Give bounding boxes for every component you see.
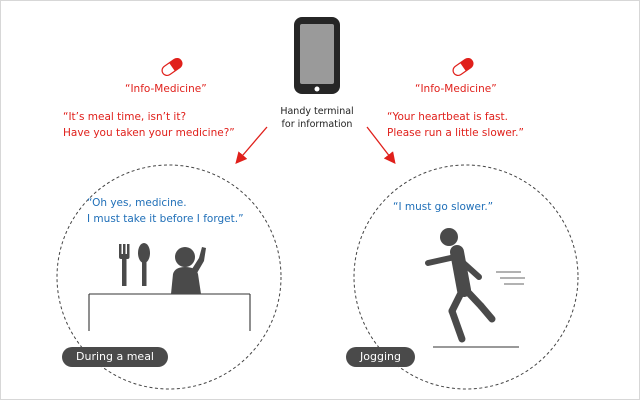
left-info-tag: “Info-Medicine” bbox=[125, 83, 207, 95]
right-info-tag: “Info-Medicine” bbox=[415, 83, 497, 95]
right-reply-line1: “I must go slower.” bbox=[393, 201, 494, 213]
left-scene-circle bbox=[56, 164, 282, 390]
left-reply-line1: “Oh yes, medicine. bbox=[87, 197, 187, 209]
smartphone-icon bbox=[294, 17, 340, 94]
speed-lines-icon bbox=[496, 271, 525, 285]
terminal-label-line1: Handy terminal bbox=[280, 106, 354, 117]
diner-figure-icon bbox=[171, 247, 206, 294]
spoon-icon bbox=[138, 243, 150, 286]
pill-capsule-icon bbox=[452, 57, 474, 77]
right-scene-circle bbox=[353, 164, 579, 390]
fork-icon bbox=[119, 244, 130, 286]
left-speech-line1: “It’s meal time, isn’t it? bbox=[63, 111, 187, 123]
right-arrow bbox=[366, 126, 396, 165]
right-speech-line1: “Your heartbeat is fast. bbox=[387, 111, 508, 123]
caption-jogging: Jogging bbox=[346, 347, 415, 367]
left-speech-line2: Have you taken your medicine?” bbox=[63, 127, 235, 139]
caption-during-meal: During a meal bbox=[62, 347, 168, 367]
pill-capsule-icon bbox=[161, 57, 183, 77]
left-arrow bbox=[235, 126, 268, 164]
terminal-label: Handy terminal for information bbox=[263, 105, 371, 131]
runner-figure-icon bbox=[425, 228, 496, 343]
left-reply-line2: I must take it before I forget.” bbox=[87, 213, 244, 225]
table-icon bbox=[88, 293, 251, 331]
right-speech-line2: Please run a little slower.” bbox=[387, 127, 524, 139]
terminal-label-line2: for information bbox=[281, 119, 353, 130]
